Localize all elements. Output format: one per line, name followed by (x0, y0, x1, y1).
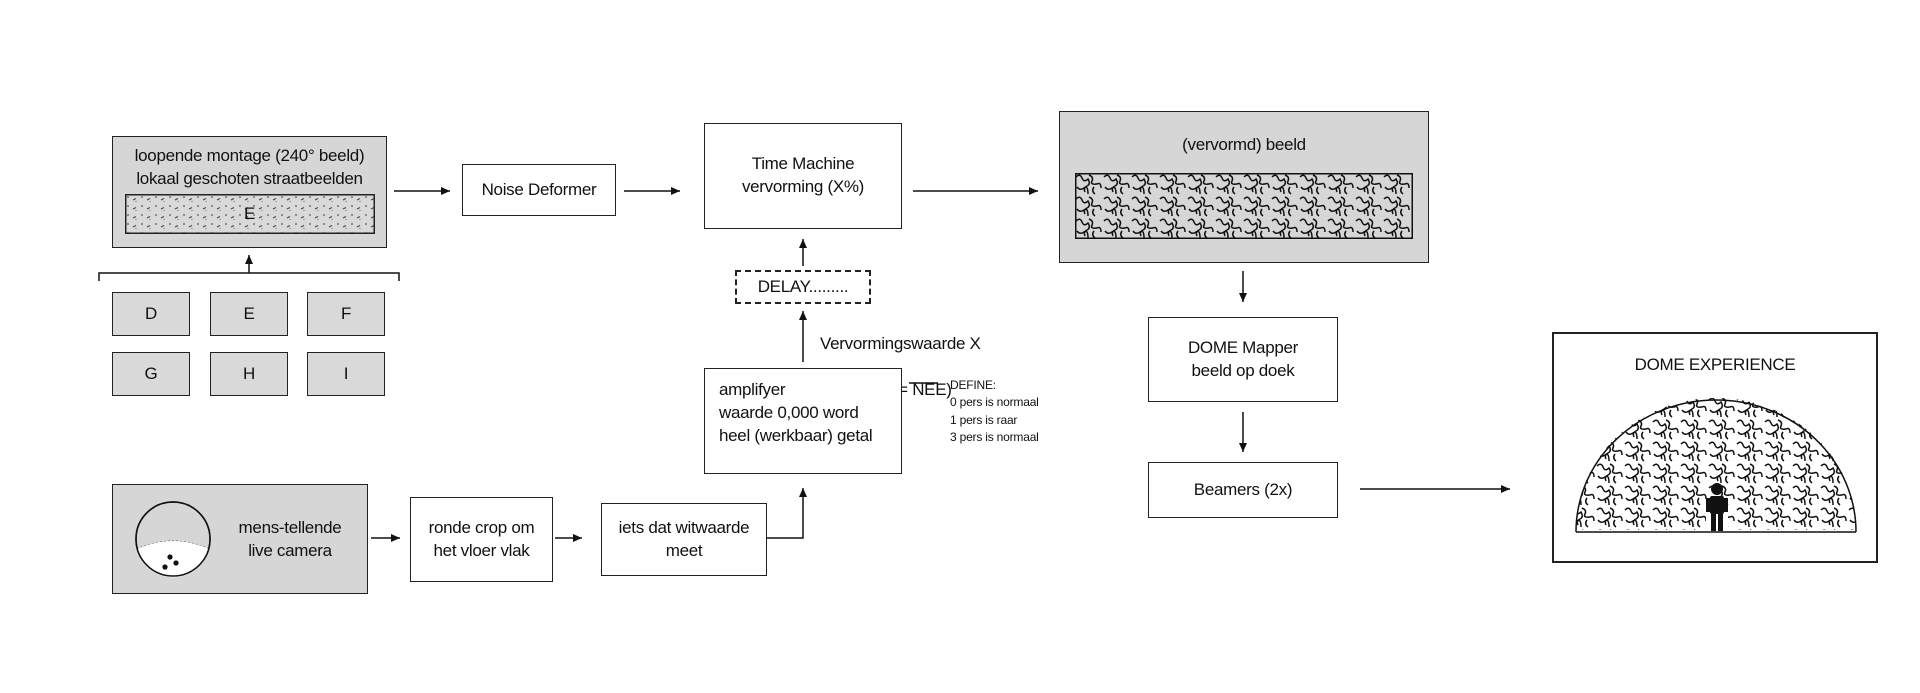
person-figure-icon (1706, 483, 1728, 531)
footage-line2: lokaal geschoten straatbeelden (136, 168, 363, 188)
deformed-image-label: (vervormd) beeld (1182, 135, 1306, 154)
camera-label: mens-tellende live camera (225, 517, 355, 563)
white-value-line1: iets dat witwaarde (618, 517, 750, 537)
deformed-image-box: (vervormd) beeld (1059, 111, 1429, 263)
define-note: DEFINE: 0 pers is normaal 1 pers is raar… (950, 377, 1039, 447)
dome-mapper-line1: DOME Mapper (1187, 337, 1299, 357)
amplifier-box: amplifyer waarde 0,000 word heel (werkba… (704, 368, 902, 474)
camera-line2: live camera (248, 540, 332, 560)
time-machine-line2: vervorming (X%) (741, 177, 865, 196)
amplifier-line1: amplifyer (719, 380, 786, 399)
dome-mapper-line2: beeld op doek (1191, 360, 1295, 380)
grid-cell-f: F (307, 292, 385, 336)
time-machine-line1: Time Machine (751, 154, 855, 174)
footage-montage-box: loopende montage (240° beeld) lokaal ges… (112, 136, 387, 248)
grid-cell-h: H (210, 352, 288, 396)
round-crop-box: ronde crop om het vloer vlak (410, 497, 553, 582)
people-counting-camera-box: mens-tellende live camera (112, 484, 368, 594)
footage-strip-label: E (243, 204, 256, 223)
define-title: DEFINE: (950, 378, 996, 392)
footage-line1: loopende montage (240° beeld) (134, 146, 365, 165)
dome-mapper-box: DOME Mapper beeld op doek (1148, 317, 1338, 402)
grid-cell-e: E (210, 292, 288, 336)
define-line3: 3 pers is normaal (950, 430, 1039, 445)
camera-line1: mens-tellende (238, 518, 342, 537)
delay-box: DELAY......... (735, 270, 871, 304)
deformed-pattern-strip (1075, 173, 1413, 239)
street-footage-strip (125, 194, 375, 234)
camera-lens-icon (135, 501, 211, 578)
define-line2: 1 pers is raar (950, 412, 1018, 427)
define-line1: 0 pers is normaal (950, 395, 1039, 410)
amplifier-line3: heel (werkbaar) getal (719, 425, 873, 445)
noise-deformer-box: Noise Deformer (462, 164, 616, 216)
grid-cell-g: G (112, 352, 190, 396)
amplifier-line2: waarde 0,000 word (719, 402, 859, 422)
dome-experience-label: DOME EXPERIENCE (1634, 355, 1796, 374)
white-value-line2: meet (665, 540, 703, 560)
time-machine-box: Time Machine vervorming (X%) (704, 123, 902, 229)
white-value-meter-box: iets dat witwaarde meet (601, 503, 767, 576)
beamers-box: Beamers (2x) (1148, 462, 1338, 518)
grid-cell-d: D (112, 292, 190, 336)
crop-line1: ronde crop om (428, 517, 535, 537)
grid-cell-i: I (307, 352, 385, 396)
distortion-value-line1: Vervormingswaarde X (820, 333, 981, 353)
arrow-whitevalue-to-amplifier (767, 488, 807, 539)
crop-line2: het vloer vlak (433, 540, 530, 560)
